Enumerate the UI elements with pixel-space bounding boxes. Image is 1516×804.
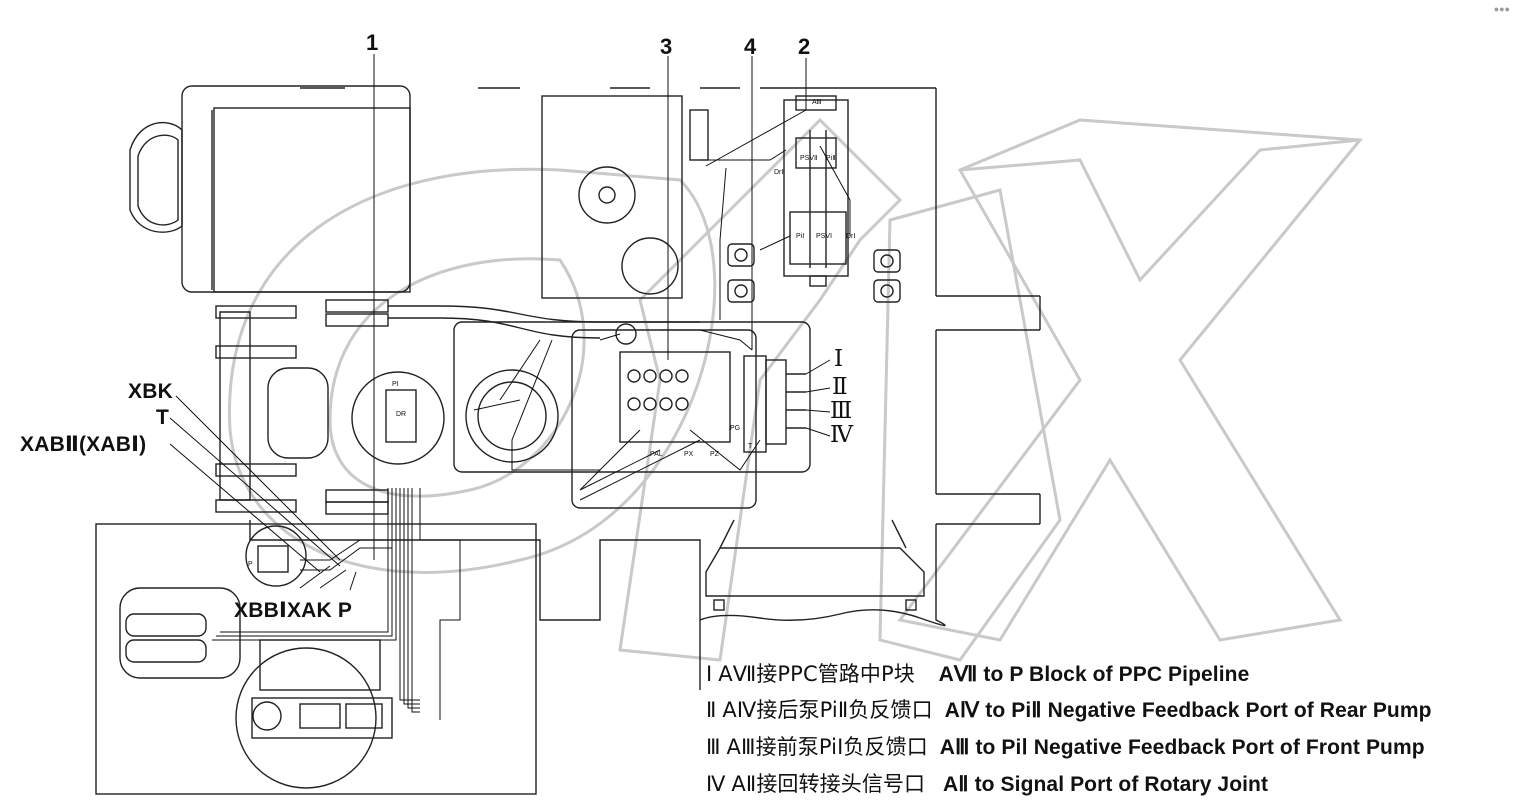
callout-4: 4 [744,34,757,59]
label-pi2: PiⅡ [826,155,836,162]
marker-roman-4: Ⅳ [830,422,853,448]
legend-item: Ⅱ AⅣ接后泵PiⅡ负反馈口 AⅣ to PiⅡ Negative Feedba… [706,694,1432,724]
label-xbb-xak-p: XBBⅠXAK P [234,599,353,622]
label-dr2: DrⅡ [774,169,785,176]
legend-num: Ⅰ [706,663,713,686]
corner-logo-icon: ●●● [1493,4,1510,14]
legend-en: AⅢ to PiⅠ Negative Feedback Port of Fron… [939,736,1425,759]
label-dr: DR [396,411,406,418]
label-psv2: PSVⅡ [800,155,817,162]
label-t-port: T [156,406,170,429]
legend-num: Ⅱ [706,699,717,722]
legend-en: AⅦ to P Block of PPC Pipeline [938,663,1250,686]
machine-body [95,85,1041,795]
label-a3: AⅢ [812,99,822,106]
label-xbk: XBK [128,380,173,403]
label-pal: PAL [650,451,663,458]
legend-zh: AⅦ接PPC管路中P块 [718,662,915,686]
label-psv1: PSVⅠ [816,233,832,240]
legend-zh: AⅣ接后泵PiⅡ负反馈口 [722,698,933,722]
label-p: P [248,561,253,568]
label-pi1: PiⅠ [796,233,804,240]
leader-lines [169,54,831,591]
marker-roman-2: Ⅱ [832,374,848,400]
label-pz: PZ [710,451,720,458]
legend-zh: AⅢ接前泵PiⅠ负反馈口 [726,735,928,759]
label-xab: XABⅡ(XABⅠ) [20,433,147,456]
label-t: T [748,443,753,450]
component-labels: AⅢ PSVⅡ PiⅡ DrⅡ PiⅠ PSVⅠ DrⅠ DR PI PAL P… [248,99,855,568]
legend-num: Ⅳ [706,773,726,796]
marker-roman-1: Ⅰ [834,346,844,372]
legend-zh: AⅡ接回转接头信号口 [731,772,926,796]
legend-num: Ⅲ [706,736,721,759]
pipelines [212,145,851,720]
label-pg: PG [730,425,740,432]
legend-item: Ⅲ AⅢ接前泵PiⅠ负反馈口 AⅢ to PiⅠ Negative Feedba… [706,731,1425,761]
legend-en: AⅣ to PiⅡ Negative Feedback Port of Rear… [944,699,1432,722]
legend-item: Ⅰ AⅦ接PPC管路中P块 AⅦ to P Block of PPC Pipel… [706,658,1249,688]
marker-roman-3: Ⅲ [830,398,853,424]
label-px: PX [684,451,694,458]
legend-item: Ⅳ AⅡ接回转接头信号口 AⅡ to Signal Port of Rotary… [706,768,1268,798]
callout-2: 2 [798,34,811,59]
label-pi: PI [392,381,399,388]
label-dr1: DrⅠ [846,233,855,240]
callout-3: 3 [660,34,673,59]
callout-1: 1 [366,30,379,55]
legend-en: AⅡ to Signal Port of Rotary Joint [942,773,1269,796]
